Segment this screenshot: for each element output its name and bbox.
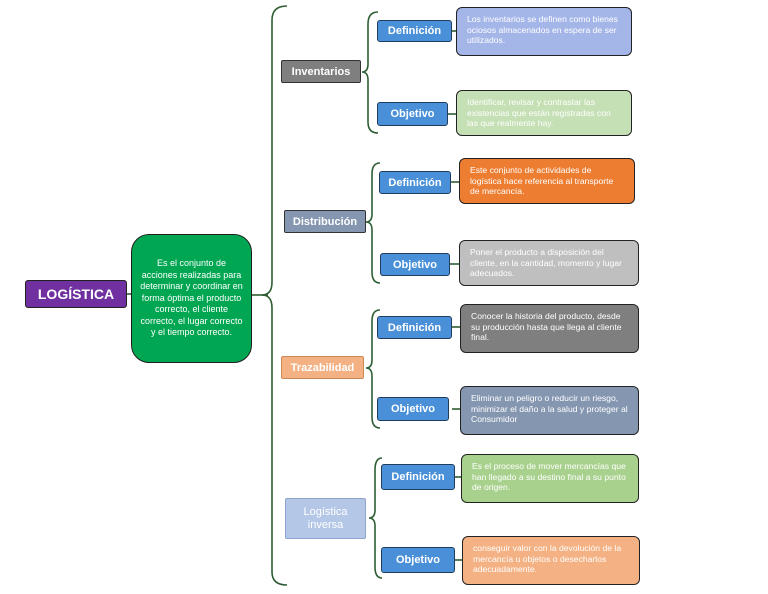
card-text: Es el proceso de mover mercancías que ha… <box>472 461 626 492</box>
logistica-inversa-objective-label: Objetivo <box>381 547 455 573</box>
inventarios-definition-label: Definición <box>377 20 452 42</box>
card-text: Eliminar un peligro o reducir un riesgo,… <box>471 393 628 424</box>
card-text: Este conjunto de actividades de logístic… <box>470 165 614 196</box>
category-label: Distribución <box>292 215 358 228</box>
category-distribucion: Distribución <box>284 210 366 233</box>
logistica-inversa-objective-card: conseguir valor con la devolución de la … <box>462 536 640 585</box>
label-text: Definición <box>387 25 442 37</box>
card-text: Los inventarios se definen como bienes o… <box>467 14 618 45</box>
trazabilidad-definition-label: Definición <box>377 316 452 339</box>
category-inventarios: Inventarios <box>281 60 361 83</box>
trazabilidad-definition-card: Conocer la historia del producto, desde … <box>460 304 639 353</box>
root-node-logistica: LOGÍSTICA <box>25 280 127 308</box>
inventarios-objective-card: Identificar, revisar y contrastar las ex… <box>456 90 632 136</box>
card-text: Poner el producto a disposición del clie… <box>470 247 622 278</box>
inventarios-definition-card: Los inventarios se definen como bienes o… <box>456 7 632 56</box>
category-label: Trazabilidad <box>290 361 355 374</box>
inventarios-objective-label: Objetivo <box>377 102 448 126</box>
trazabilidad-objective-card: Eliminar un peligro o reducir un riesgo,… <box>460 386 639 435</box>
label-text: Objetivo <box>390 108 435 120</box>
root-label: LOGÍSTICA <box>37 286 115 302</box>
category-label: Inventarios <box>291 65 351 78</box>
label-text: Objetivo <box>390 403 435 415</box>
logistica-definition-text: Es el conjunto de acciones realizadas pa… <box>140 258 243 338</box>
category-label: Logística inversa <box>303 505 348 531</box>
logistica-inversa-definition-label: Definición <box>381 464 455 490</box>
category-logistica-inversa: Logística inversa <box>285 498 366 539</box>
card-text: Identificar, revisar y contrastar las ex… <box>467 97 611 128</box>
label-text: Objetivo <box>392 258 437 271</box>
distribucion-definition-label: Definición <box>379 171 451 194</box>
label-text: Definición <box>388 176 442 189</box>
logistica-inversa-definition-card: Es el proceso de mover mercancías que ha… <box>461 454 639 503</box>
distribucion-objective-label: Objetivo <box>380 253 450 276</box>
card-text: conseguir valor con la devolución de la … <box>473 543 622 574</box>
label-text: Definición <box>387 321 442 334</box>
card-text: Conocer la historia del producto, desde … <box>471 311 622 342</box>
label-text: Definición <box>391 471 445 483</box>
trazabilidad-objective-label: Objetivo <box>377 397 449 421</box>
distribucion-definition-card: Este conjunto de actividades de logístic… <box>459 158 635 204</box>
label-text: Objetivo <box>395 554 440 566</box>
logistica-definition: Es el conjunto de acciones realizadas pa… <box>131 234 252 363</box>
category-trazabilidad: Trazabilidad <box>281 356 364 379</box>
distribucion-objective-card: Poner el producto a disposición del clie… <box>459 240 639 286</box>
